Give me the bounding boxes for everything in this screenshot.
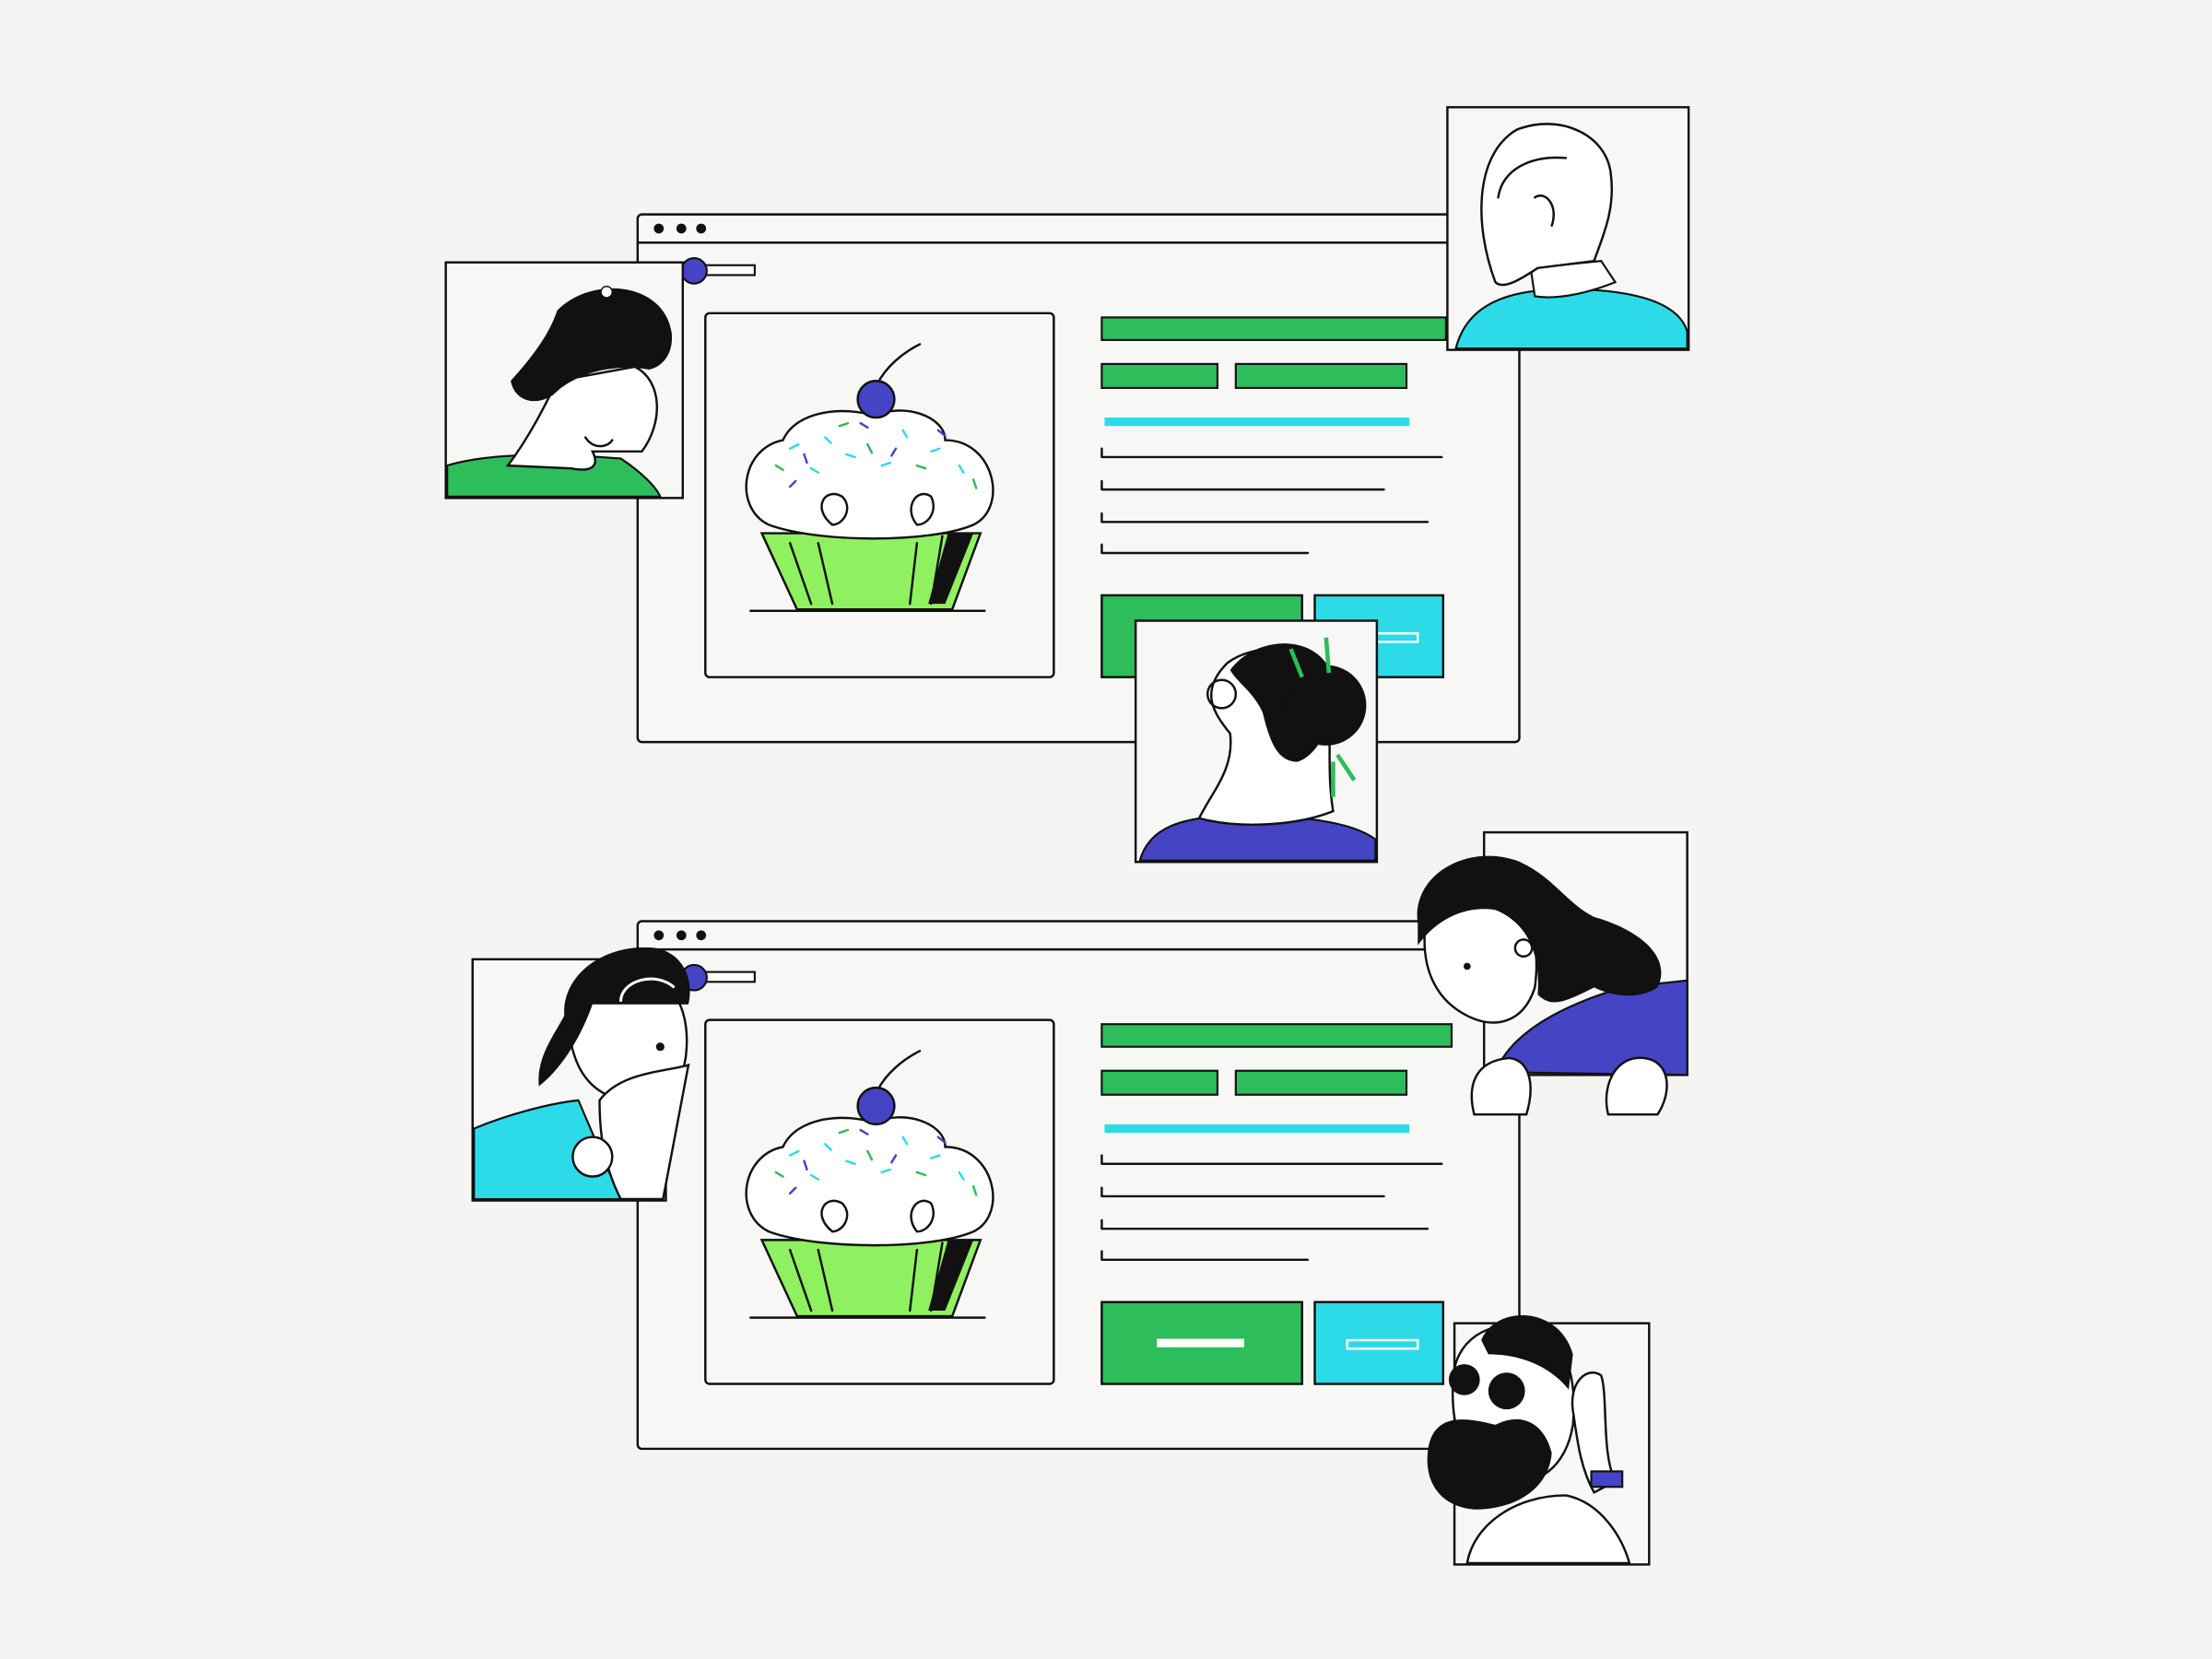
window-dot-icon [676,930,687,941]
subtitle-placeholder [1104,418,1410,427]
avatar-bearded-man [1427,1315,1651,1566]
browser-window-top [636,213,1521,744]
window-dot-icon [696,223,707,234]
avatar-woman-peeking [1417,830,1688,1116]
tag-placeholder [1234,362,1408,389]
avatar-thinking-guy [471,947,690,1202]
tag-placeholder [1100,362,1218,389]
avatar-cap-profile [444,261,685,500]
secondary-button[interactable] [1313,1300,1445,1385]
text-lines [1100,1154,1443,1262]
browser-window-bottom [636,920,1521,1451]
window-dot-icon [653,223,665,234]
title-bar-placeholder [1100,316,1447,341]
tag-placeholder [1100,1069,1218,1096]
window-dot-icon [653,930,665,941]
window-dot-icon [676,223,687,234]
title-bar-placeholder [1100,1023,1453,1048]
subtitle-placeholder [1104,1124,1410,1134]
tag-placeholder [1234,1069,1408,1096]
avatar-woman-bun [1134,619,1379,864]
avatar-man-back [1446,106,1690,351]
text-lines [1100,447,1443,555]
slider[interactable] [680,257,756,285]
window-dot-icon [696,930,707,941]
